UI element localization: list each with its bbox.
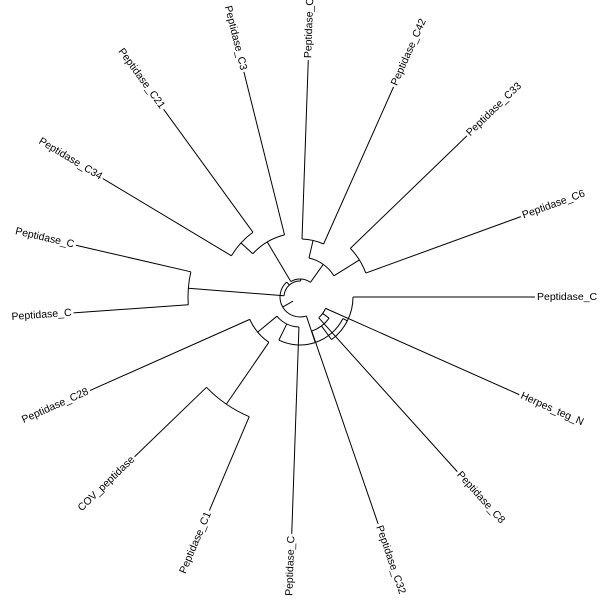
leaf-label: Peptidase_C32	[373, 524, 408, 596]
leaf-label: Peptidase_C6	[521, 187, 587, 221]
internal-branch	[240, 242, 254, 255]
node-arc-g	[276, 315, 299, 328]
leaf-branch	[301, 60, 309, 240]
node-arc-p	[231, 231, 254, 257]
leaf-label: Peptidase_C1	[177, 510, 214, 576]
leaf-branch	[318, 317, 458, 472]
leaf-label: Peptidase_C28	[20, 386, 91, 426]
node-arc-b	[278, 318, 344, 346]
leaf-branch	[134, 386, 207, 458]
leaf-branch	[208, 416, 250, 511]
internal-branch	[322, 313, 330, 319]
node-arc-l	[290, 278, 311, 283]
leaf-label: Peptidase_C	[283, 535, 297, 596]
leaf-label: Peptidase_C3	[222, 4, 250, 71]
node-arc-n	[308, 257, 335, 277]
leaf-label: Peptidase_C	[537, 291, 598, 303]
node-arc-q	[349, 248, 367, 274]
node-arc-i	[283, 280, 301, 296]
leaf-branch	[102, 178, 232, 257]
leaf-branch	[365, 216, 522, 274]
internal-branch	[286, 281, 290, 286]
internal-branch	[278, 323, 288, 341]
node-arc-h	[249, 319, 270, 343]
leaf-branch	[291, 326, 300, 534]
leaf-label: Peptidase_C33	[464, 80, 524, 139]
internal-branch	[257, 315, 278, 333]
leaf-label: Peptidase_C34	[37, 135, 105, 182]
leaf-branch	[350, 135, 468, 249]
internal-branch	[188, 287, 285, 297]
node-arc-a	[279, 281, 307, 318]
leaf-label: Peptidase_C	[11, 307, 72, 323]
leaf-label: Peptidase_C21	[116, 46, 168, 111]
leaf-branch	[89, 318, 250, 392]
leaf-label: Peptidase_C42	[389, 17, 429, 88]
leaf-label: Herpes_teg_N	[519, 390, 586, 429]
leaf-branch	[323, 86, 395, 245]
internal-branch	[333, 259, 360, 277]
node-arc-m	[252, 234, 285, 255]
leaf-label: Peptidase_C	[302, 0, 316, 58]
node-arc-k	[206, 386, 250, 418]
leaf-branch	[163, 109, 254, 233]
node-arc-e	[318, 308, 327, 319]
node-arc-d	[311, 317, 330, 332]
internal-branch	[225, 342, 270, 405]
internal-branch	[342, 318, 348, 322]
leaf-branch	[311, 330, 379, 525]
leaf-branch	[243, 71, 286, 236]
internal-branch	[321, 325, 332, 340]
leaf-label: Peptidase_C8	[454, 469, 507, 526]
internal-branch	[308, 240, 314, 259]
leaf-label: COV_peptidase	[75, 454, 137, 514]
leaf-branch	[325, 307, 520, 396]
tree-branches	[73, 60, 535, 534]
leaf-label: Peptidase_C	[14, 225, 76, 250]
internal-branch	[266, 241, 292, 282]
internal-branch	[310, 264, 324, 283]
leaf-branch	[75, 244, 191, 273]
tree-leaf-labels: Peptidase_CHerpes_teg_NPeptidase_C8Pepti…	[11, 0, 597, 596]
leaf-branch	[73, 304, 189, 314]
node-arc-c	[331, 296, 354, 341]
root-branch	[282, 300, 294, 308]
